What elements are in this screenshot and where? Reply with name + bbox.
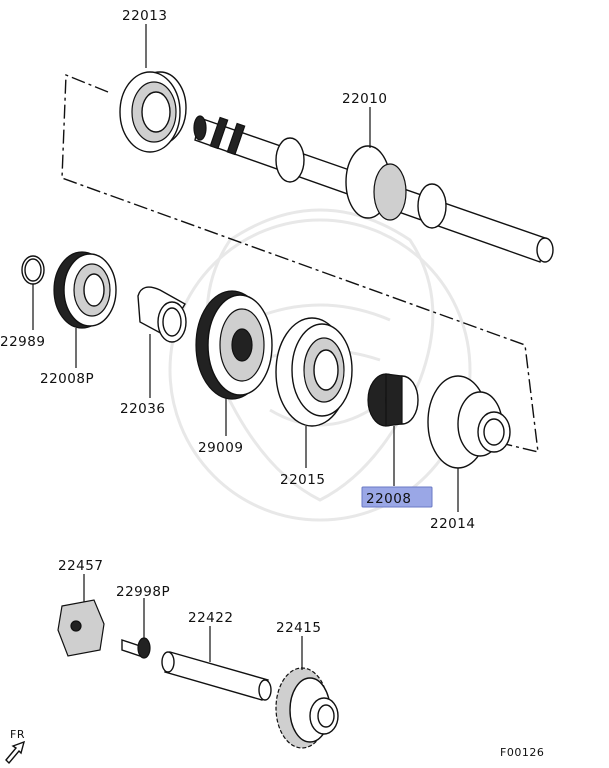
- assembly-outline: [61, 73, 539, 453]
- part-22013-bearing: [119, 24, 187, 153]
- orientation-label: FR: [10, 728, 25, 741]
- part-29009-synchronizer: [195, 290, 273, 436]
- arrow-icon: [5, 740, 26, 765]
- label-22015[interactable]: 22015: [280, 472, 325, 488]
- label-22422[interactable]: 22422: [188, 610, 233, 626]
- label-29009[interactable]: 29009: [198, 440, 243, 456]
- part-22014-bearing: [427, 375, 511, 512]
- part-22989-snap-ring: [21, 255, 45, 330]
- label-22013[interactable]: 22013: [122, 8, 167, 24]
- label-22457[interactable]: 22457: [58, 558, 103, 574]
- part-22422-shaft: [161, 626, 272, 701]
- label-22415[interactable]: 22415: [276, 620, 321, 636]
- part-22008p-bearing: [53, 251, 117, 368]
- part-22457-block: [57, 574, 105, 657]
- figure-code: F00126: [500, 746, 544, 759]
- part-22008-needle-bearing: [367, 373, 419, 486]
- highlight-box: [361, 486, 433, 508]
- part-22036-sleeve: [137, 286, 187, 398]
- part-22015-bearing: [275, 317, 353, 468]
- part-22010-shaft: [193, 107, 554, 263]
- label-22008p[interactable]: 22008P: [40, 371, 94, 387]
- part-22998p-bolt: [121, 598, 151, 659]
- front-direction-indicator: FR: [5, 728, 26, 765]
- part-22415-gear: [275, 636, 339, 749]
- label-22014[interactable]: 22014: [430, 516, 475, 532]
- label-22008[interactable]: 22008: [366, 491, 411, 507]
- label-22998p[interactable]: 22998P: [116, 584, 170, 600]
- label-22036[interactable]: 22036: [120, 401, 165, 417]
- label-22989[interactable]: 22989: [0, 334, 45, 350]
- label-22010[interactable]: 22010: [342, 91, 387, 107]
